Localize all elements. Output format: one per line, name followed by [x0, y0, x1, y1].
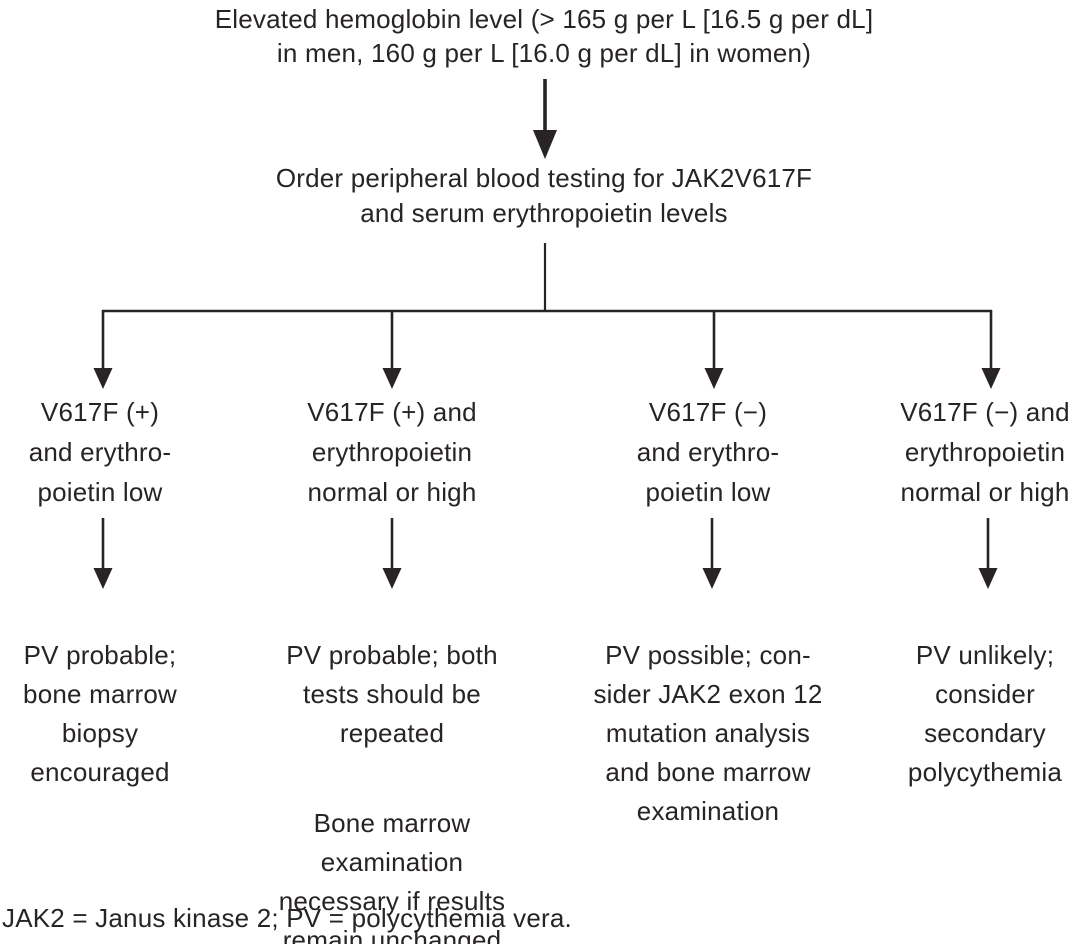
node-condition-v617f-negative-epo-low: V617F (−) and erythro- poietin low — [636, 397, 780, 507]
node-outcome-pv-possible-exon12: PV possible; con- sider JAK2 exon 12 mut… — [558, 597, 858, 870]
outcome-paragraph: Bone marrow examination necessary if res… — [278, 808, 506, 944]
arrow-outcome-1-head — [93, 568, 113, 589]
arrow-branch-3-head — [704, 368, 724, 389]
arrow-branch-2-head — [382, 368, 402, 389]
arrow-branch-1-head — [93, 368, 113, 389]
node-outcome-pv-probable-biopsy: PV probable; bone marrow biopsy encourag… — [0, 597, 240, 831]
node-condition-v617f-positive-epo-low: V617F (+) and erythro- poietin low — [28, 397, 172, 507]
outcome-paragraph: PV probable; both tests should be repeat… — [286, 640, 498, 748]
node-outcome-pv-unlikely-secondary: PV unlikely; consider secondary polycyth… — [845, 597, 1088, 831]
outcome-paragraph: PV possible; con- sider JAK2 exon 12 mut… — [593, 640, 823, 826]
arrow-outcome-4-head — [978, 568, 998, 589]
outcome-paragraph: PV probable; bone marrow biopsy encourag… — [23, 640, 177, 787]
node-condition-v617f-positive-epo-normal-high: V617F (+) and erythropoietin normal or h… — [307, 397, 477, 507]
node-condition-v617f-negative-epo-normal-high: V617F (−) and erythropoietin normal or h… — [900, 397, 1070, 507]
arrow-start-to-step2-head — [533, 130, 557, 159]
node-order-blood-testing: Order peripheral blood testing for JAK2V… — [275, 163, 813, 228]
arrow-outcome-2-head — [382, 568, 402, 589]
node-outcome-pv-probable-repeat-tests: PV probable; both tests should be repeat… — [242, 597, 542, 944]
arrow-outcome-3-head — [702, 568, 722, 589]
outcome-paragraph: PV unlikely; consider secondary polycyth… — [907, 640, 1063, 787]
node-elevated-hemoglobin: Elevated hemoglobin level (> 165 g per L… — [214, 4, 874, 68]
arrow-branch-4-head — [981, 368, 1001, 389]
footnote-abbreviations: JAK2 = Janus kinase 2; PV = polycythemia… — [2, 903, 572, 933]
